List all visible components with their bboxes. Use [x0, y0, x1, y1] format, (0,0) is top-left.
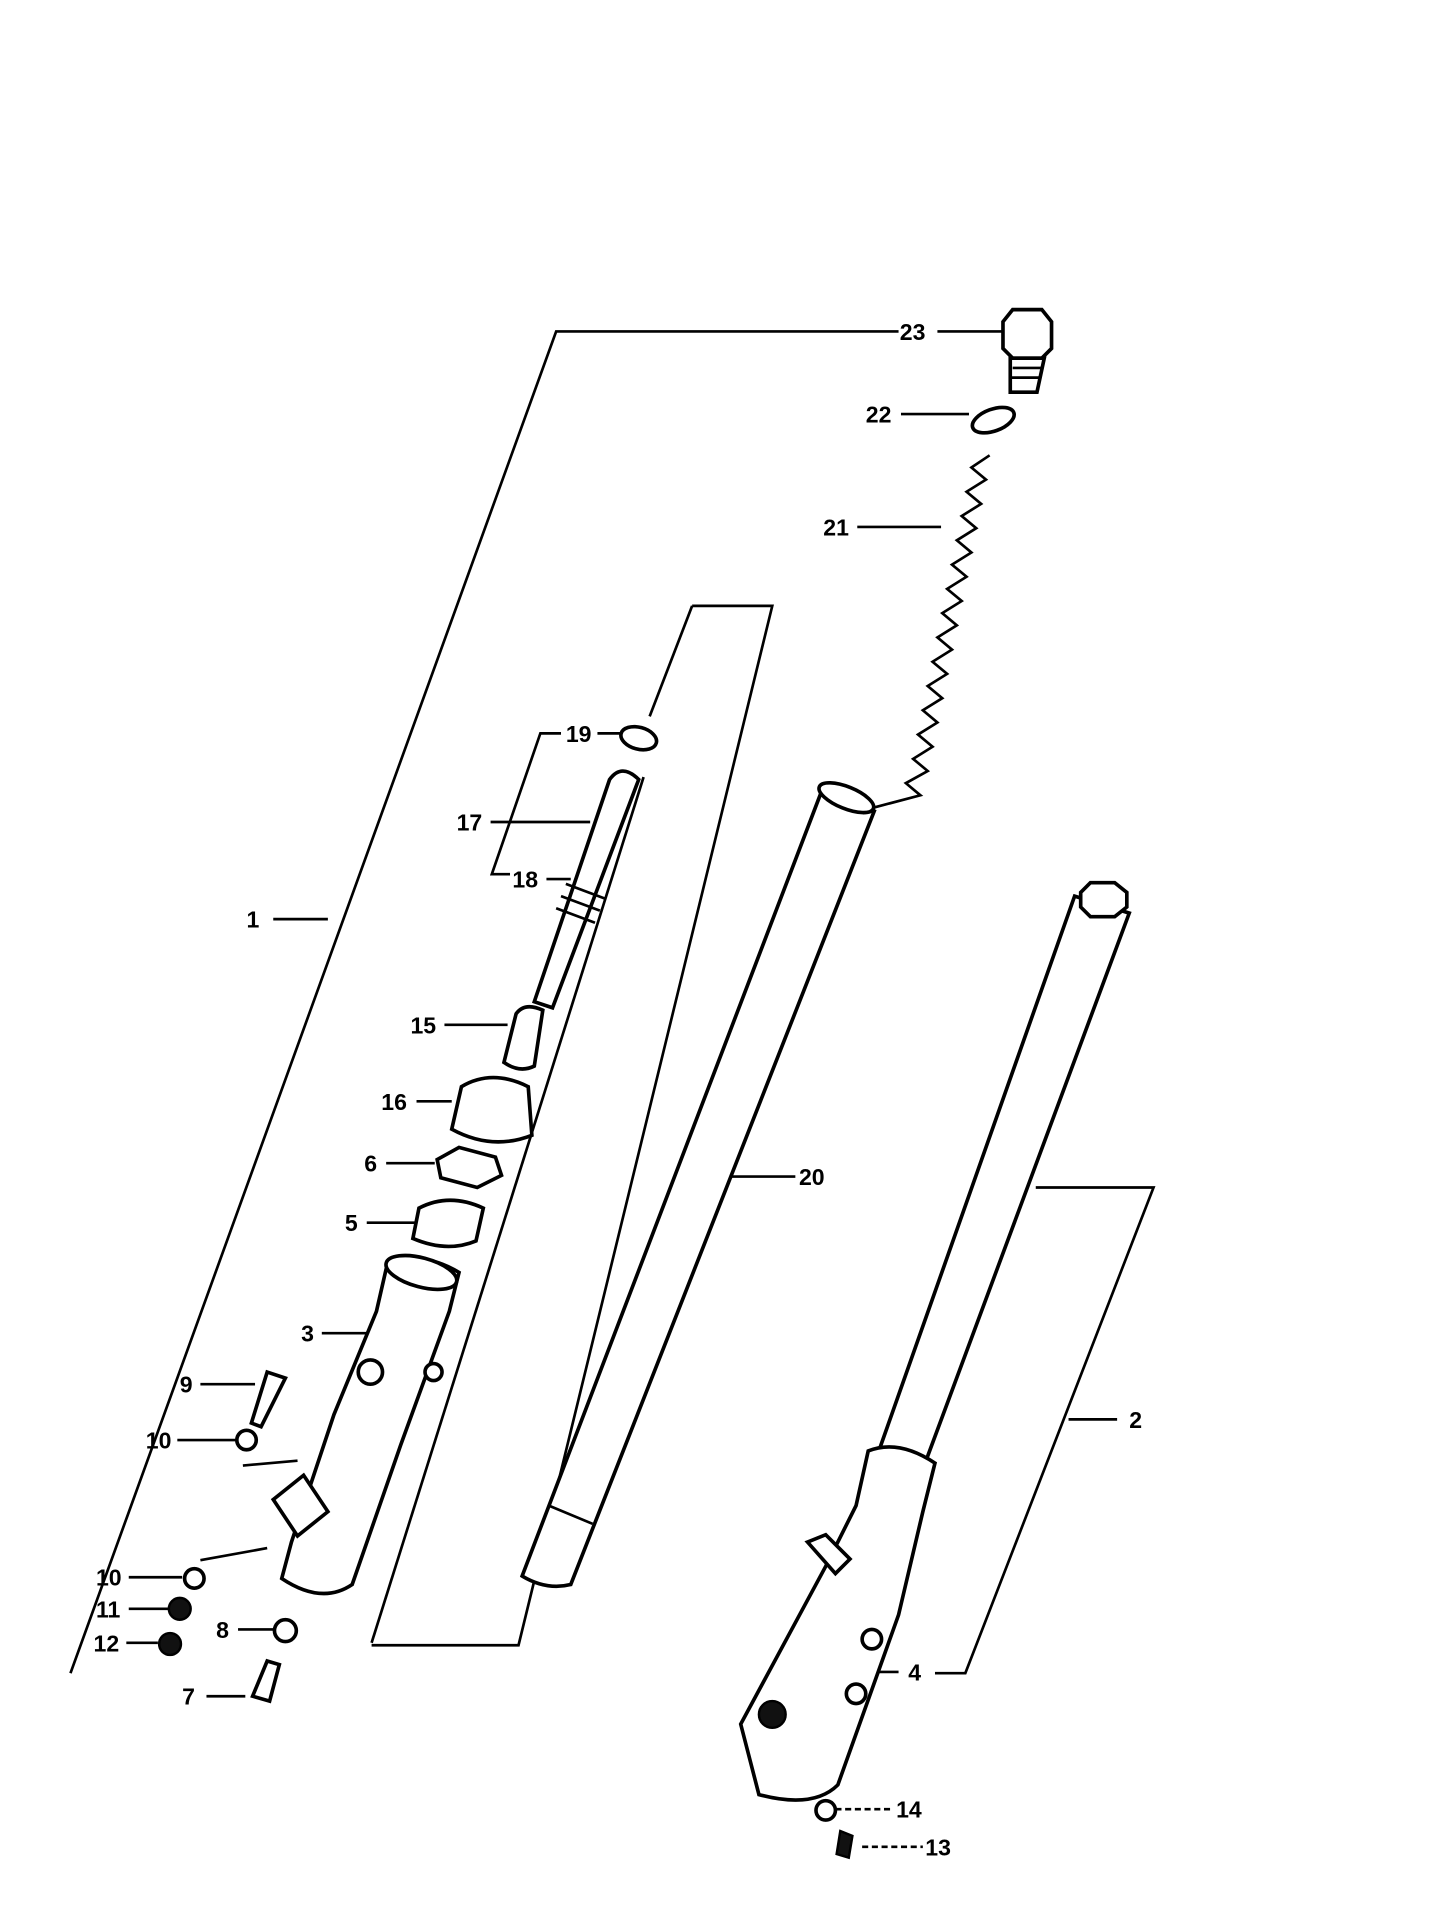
rebound-spring-part	[501, 1004, 545, 1071]
dust-seal-part	[449, 1075, 534, 1144]
callout-6: 6	[364, 1151, 377, 1177]
callout-14: 14	[896, 1797, 922, 1823]
damper-rod-part	[531, 769, 641, 1011]
washer-part-14	[814, 1798, 838, 1822]
washer-part-8	[272, 1617, 299, 1644]
callout-19: 19	[566, 721, 592, 747]
washer-part-10a	[235, 1428, 259, 1452]
nut-part-12	[157, 1631, 183, 1657]
callout-8: 8	[216, 1617, 229, 1643]
o-ring-part	[970, 405, 1016, 435]
callout-10b: 10	[96, 1565, 122, 1591]
callout-4: 4	[908, 1659, 921, 1685]
callout-15: 15	[410, 1012, 436, 1038]
callout-23: 23	[900, 319, 926, 345]
callout-11: 11	[96, 1596, 121, 1622]
callout-22: 22	[866, 402, 892, 428]
inner-tube-part	[519, 781, 877, 1589]
cap-bolt-part	[1001, 307, 1054, 395]
callout-18: 18	[512, 867, 538, 893]
outer-tube-part	[270, 1253, 462, 1596]
callout-1: 1	[247, 907, 260, 933]
callout-3: 3	[301, 1321, 314, 1347]
leader-lines	[69, 330, 1156, 1849]
washer-part-10b	[182, 1566, 206, 1590]
callout-7: 7	[182, 1684, 195, 1710]
bolt-part-7	[250, 1658, 282, 1704]
oil-seal-part	[410, 1198, 486, 1249]
callout-17: 17	[457, 810, 483, 836]
bolt-part-13	[835, 1829, 854, 1860]
callout-13: 13	[925, 1834, 951, 1860]
callout-12: 12	[94, 1630, 120, 1656]
callout-5: 5	[345, 1210, 358, 1236]
callout-21: 21	[823, 514, 849, 540]
seal-part	[619, 724, 659, 752]
callout-9: 9	[180, 1372, 193, 1398]
callout-2: 2	[1129, 1407, 1142, 1433]
washer-part-11	[167, 1596, 192, 1621]
fork-spring-part	[873, 454, 991, 809]
bolt-part-9	[249, 1369, 288, 1429]
stopper-ring-part	[435, 1145, 504, 1190]
fork-assembly-part	[738, 880, 1132, 1802]
callout-10a: 10	[146, 1428, 172, 1454]
callout-20: 20	[799, 1164, 825, 1190]
callout-labels: 23 22 21 19 17 18 1 15 16 6 5 20 3 9 10 …	[94, 319, 1143, 1860]
callout-16: 16	[381, 1089, 407, 1115]
